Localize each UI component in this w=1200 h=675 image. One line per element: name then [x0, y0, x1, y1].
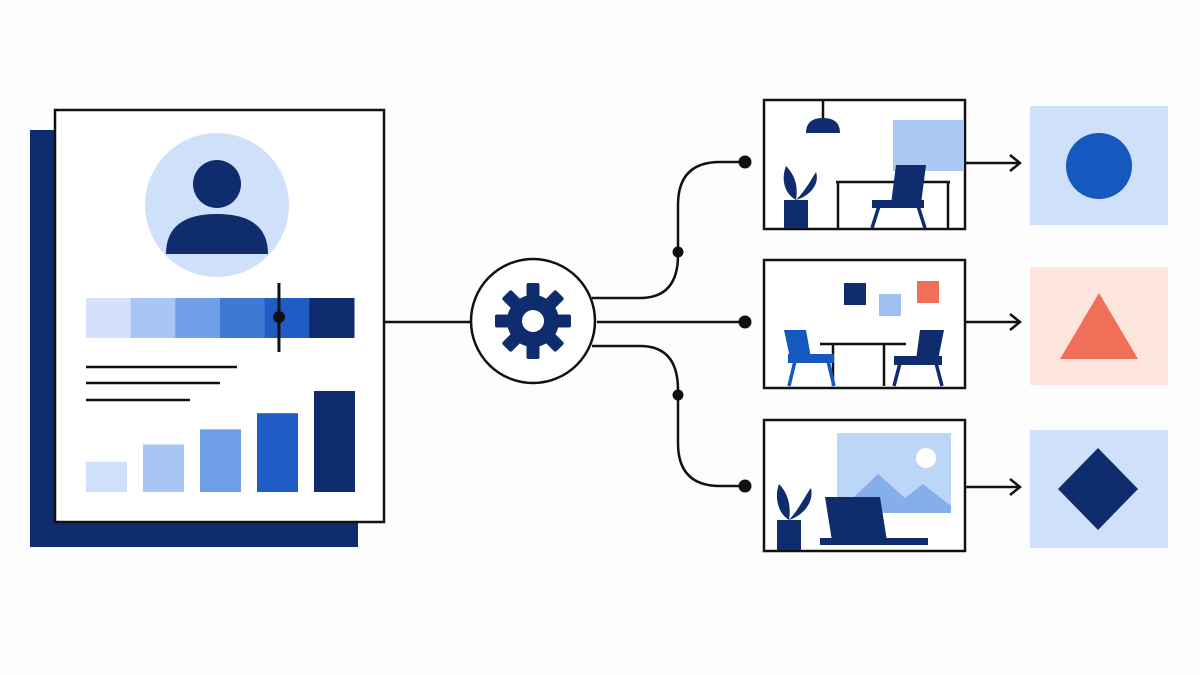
arrow-right-icon	[965, 154, 1023, 172]
window-panel	[893, 120, 964, 171]
mini-bar	[143, 444, 184, 492]
gradient-swatch	[130, 298, 176, 338]
frame-light-blue	[879, 294, 901, 316]
mini-bar	[314, 391, 355, 492]
user-avatar-icon	[145, 133, 289, 277]
workspace-with-laptop-scene	[762, 418, 967, 553]
gear-icon	[495, 283, 571, 359]
gradient-swatch	[86, 298, 132, 338]
scale-slider	[272, 283, 285, 352]
chair-right-icon	[892, 330, 944, 387]
output-arrows	[965, 154, 1023, 496]
branch-path-bottom	[592, 344, 746, 488]
arrow-right-icon	[965, 478, 1023, 496]
gradient-swatch	[309, 298, 355, 338]
meeting-room-with-frames-scene	[762, 258, 967, 390]
endpoint-dot-middle	[738, 315, 752, 329]
output-tile-diamond	[1030, 430, 1168, 548]
junction-dot-bottom	[672, 389, 684, 401]
arrow-right-icon	[965, 313, 1023, 331]
dining-room-with-lamp-scene	[762, 98, 967, 231]
gradient-swatch	[220, 298, 266, 338]
mini-bar	[86, 461, 127, 492]
plant-icon	[776, 484, 812, 550]
gradient-swatch	[175, 298, 221, 338]
mini-bar-chart	[86, 391, 355, 492]
plant-icon	[783, 166, 817, 228]
chair-icon	[870, 165, 927, 229]
connector-dots	[672, 155, 752, 493]
pendant-lamp-icon	[806, 101, 840, 133]
endpoint-dot-top	[738, 155, 752, 169]
mini-bar	[257, 413, 298, 492]
gradient-swatch	[264, 298, 310, 338]
connectors	[384, 160, 746, 488]
output-tile-triangle	[1030, 267, 1168, 385]
text-lines	[86, 365, 237, 402]
circle-shape-icon	[1066, 133, 1132, 199]
endpoint-dot-bottom	[738, 479, 752, 493]
branch-path-top	[592, 160, 746, 300]
chair-left-icon	[784, 330, 836, 387]
output-tile-circle	[1030, 106, 1168, 225]
gear-processor	[469, 257, 597, 385]
profile-card	[30, 108, 386, 547]
junction-dot-top	[672, 246, 684, 258]
frame-coral	[917, 281, 939, 303]
mini-bar	[200, 429, 241, 492]
diamond-shape-icon	[1058, 448, 1138, 530]
frame-navy	[844, 283, 866, 305]
laptop-icon	[820, 497, 928, 545]
gradient-scale	[86, 298, 355, 338]
table-icon	[836, 180, 950, 228]
slider-knob	[272, 311, 285, 323]
triangle-shape-icon	[1060, 293, 1138, 359]
